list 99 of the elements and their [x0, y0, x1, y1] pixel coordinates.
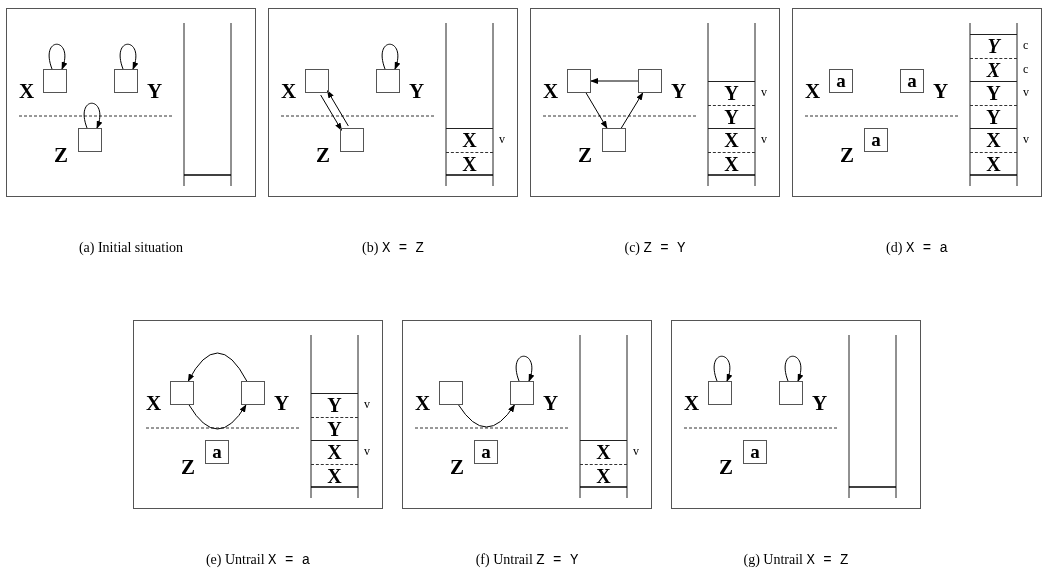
variable-name: X	[146, 393, 162, 413]
variable-name: Y	[409, 81, 425, 101]
memory-cell	[340, 128, 364, 152]
arrow	[48, 43, 67, 70]
panel-caption: (e) Untrail X = a	[205, 552, 311, 568]
variable-name: Z	[840, 145, 854, 165]
panel-caption: (d) X = a	[886, 240, 948, 256]
panel-frame	[671, 320, 921, 509]
variable-name: X	[543, 81, 559, 101]
arrow	[83, 102, 102, 129]
trail-entry: Y	[311, 416, 358, 440]
trail-entry: Y	[970, 81, 1017, 105]
arrow	[784, 355, 803, 382]
value-cell: a	[743, 440, 767, 464]
arrow	[320, 94, 342, 131]
variable-name: Z	[54, 145, 68, 165]
trail-mark: v	[1023, 86, 1029, 98]
panel-caption: (g) Untrail X = Z	[743, 552, 849, 568]
variable-name: Z	[181, 457, 195, 477]
trail-entry: X	[311, 440, 358, 464]
trail-entry: Y	[708, 104, 755, 128]
panel-frame	[402, 320, 652, 509]
trail-entry: X	[708, 128, 755, 152]
trail-entry: X	[970, 151, 1017, 175]
trail-mark: v	[364, 398, 370, 410]
trail-entry: Y	[970, 34, 1017, 58]
value-cell: a	[900, 69, 924, 93]
variable-name: X	[805, 81, 821, 101]
memory-cell	[638, 69, 662, 93]
arrow	[713, 355, 732, 382]
variable-name: Z	[316, 145, 330, 165]
trail-mark: v	[761, 133, 767, 145]
variable-name: Y	[274, 393, 290, 413]
memory-cell	[170, 381, 194, 405]
variable-name: Z	[719, 457, 733, 477]
panel-caption: (a) Initial situation	[78, 240, 184, 256]
arrow	[187, 352, 248, 382]
variable-name: X	[415, 393, 431, 413]
trail-mark: v	[499, 133, 505, 145]
memory-cell	[305, 69, 329, 93]
trail-entry: Y	[708, 81, 755, 105]
panel-frame	[133, 320, 383, 509]
trail-entry: Y	[970, 104, 1017, 128]
arrow	[585, 92, 608, 129]
trail-mark: v	[364, 445, 370, 457]
panel-caption: (c) Z = Y	[624, 240, 686, 256]
memory-cell	[43, 69, 67, 93]
variable-name: Z	[450, 457, 464, 477]
variable-name: X	[19, 81, 35, 101]
memory-cell	[439, 381, 463, 405]
arrow	[381, 43, 400, 70]
panel-frame	[530, 8, 780, 197]
arrow	[458, 404, 515, 428]
trail-entry: X	[446, 151, 493, 175]
arrow	[590, 78, 639, 84]
panel-frame	[792, 8, 1042, 197]
arrow	[327, 90, 349, 127]
trail-entry: X	[580, 440, 627, 464]
trail-entry: X	[311, 463, 358, 487]
trail-mark: v	[633, 445, 639, 457]
variable-name: X	[684, 393, 700, 413]
panel-frame	[268, 8, 518, 197]
trail-entry: X	[446, 128, 493, 152]
memory-cell	[241, 381, 265, 405]
panel-caption: (f) Untrail Z = Y	[475, 552, 579, 568]
trail-mark: v	[761, 86, 767, 98]
trail-mark: c	[1023, 39, 1029, 51]
variable-name: X	[281, 81, 297, 101]
memory-cell	[376, 69, 400, 93]
trail-entry: X	[580, 463, 627, 487]
arrow	[515, 355, 534, 382]
value-cell: a	[474, 440, 498, 464]
trail-entry: X	[970, 128, 1017, 152]
value-cell: a	[864, 128, 888, 152]
trail-mark: v	[1023, 133, 1029, 145]
variable-name: Y	[147, 81, 163, 101]
panel-frame	[6, 8, 256, 197]
variable-name: Y	[671, 81, 687, 101]
memory-cell	[779, 381, 803, 405]
trail-entry: X	[708, 151, 755, 175]
arrow	[188, 404, 247, 430]
memory-cell	[602, 128, 626, 152]
trail-entry: Y	[311, 393, 358, 417]
memory-cell	[567, 69, 591, 93]
variable-name: Y	[933, 81, 949, 101]
variable-name: Z	[578, 145, 592, 165]
arrow	[119, 43, 138, 70]
variable-name: Y	[543, 393, 559, 413]
memory-cell	[78, 128, 102, 152]
trail-mark: c	[1023, 62, 1029, 75]
variable-name: Y	[812, 393, 828, 413]
memory-cell	[708, 381, 732, 405]
trail-entry: X	[970, 57, 1017, 81]
panel-caption: (b) X = Z	[362, 240, 424, 256]
memory-cell	[114, 69, 138, 93]
arrow	[620, 92, 644, 129]
memory-cell	[510, 381, 534, 405]
value-cell: a	[829, 69, 853, 93]
value-cell: a	[205, 440, 229, 464]
